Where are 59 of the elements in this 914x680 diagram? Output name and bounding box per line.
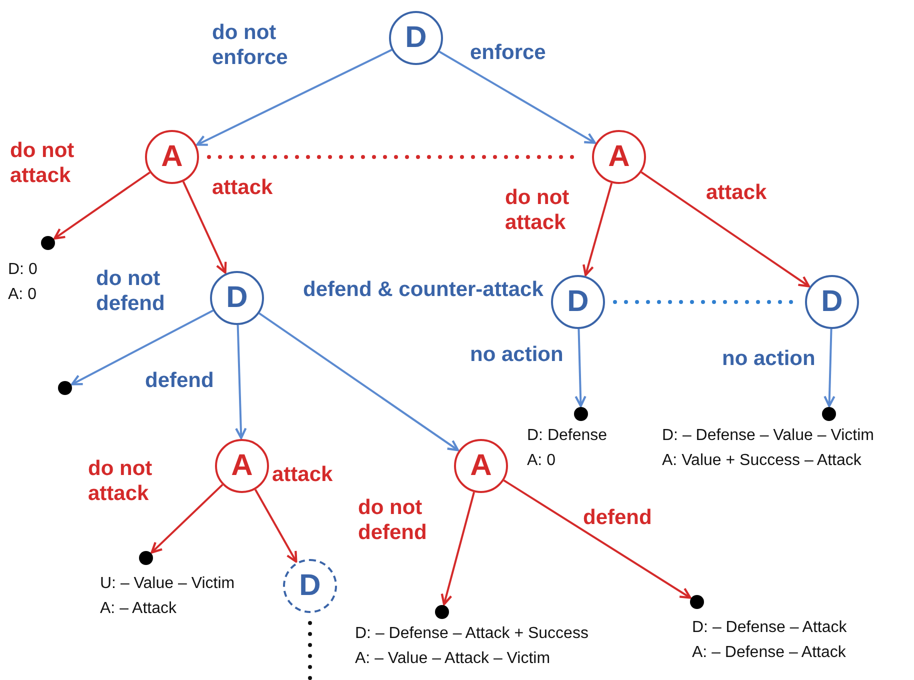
arrow (440, 492, 475, 606)
decision-node: A (145, 130, 199, 184)
edge-label: attack (706, 180, 768, 206)
arrow (254, 489, 298, 563)
leaf-dot (58, 381, 72, 395)
arrow (574, 328, 586, 408)
payoff-text: D: – Defense – Attack + Success (355, 624, 588, 644)
edge-label: attack (212, 175, 274, 200)
payoff-text: A: – Value – Attack – Victim (355, 649, 552, 668)
decision-node: A (454, 439, 508, 493)
payoff-text: A: 0 (527, 451, 556, 470)
edge-label: do not attack (88, 456, 154, 506)
decision-node: A (215, 439, 269, 493)
arrow (824, 328, 836, 408)
payoff-text: D: – Defense – Value – Victim (662, 426, 874, 446)
arrow (182, 181, 227, 274)
edge-label: do not enforce (212, 20, 289, 70)
leaf-dot (822, 407, 836, 421)
edge-label: enforce (470, 40, 547, 66)
edge-label: do not defend (96, 266, 166, 316)
arrow (150, 484, 224, 554)
arrow (54, 172, 150, 240)
dotted-line (308, 621, 312, 680)
arrow (196, 48, 392, 146)
leaf-dot (435, 605, 449, 619)
decision-node: A (592, 130, 646, 184)
arrow (438, 50, 596, 144)
payoff-text: A: – Attack (100, 599, 178, 618)
edge-label: do not attack (10, 138, 76, 188)
edge-label: attack (272, 462, 334, 488)
decision-node: D (551, 275, 605, 329)
leaf-dot (139, 551, 153, 565)
decision-node: D (210, 271, 264, 325)
decision-node: D (805, 275, 859, 329)
leaf-dot (574, 407, 588, 421)
payoff-text: A: – Defense – Attack (692, 643, 847, 662)
decision-node: D (283, 559, 337, 613)
edge-label: do not attack (505, 185, 570, 236)
edge-label: no action (722, 346, 816, 372)
edge-label: defend (145, 368, 215, 394)
arrow (503, 480, 692, 599)
payoff-text: U: – Value – Victim (100, 574, 235, 594)
payoff-text: D: Defense (527, 426, 608, 446)
arrow (582, 182, 613, 276)
arrow (71, 310, 214, 386)
arrow (640, 171, 810, 288)
edge-label: no action (470, 342, 564, 368)
decision-node: D (389, 11, 443, 65)
arrow (235, 324, 247, 440)
arrow (258, 312, 460, 452)
payoff-text: A: 0 (8, 285, 38, 304)
leaf-dot (690, 595, 704, 609)
payoff-text: A: Value + Success – Attack (662, 451, 862, 470)
payoff-text: D: – Defense – Attack (692, 618, 847, 638)
leaf-dot (41, 236, 55, 250)
edge-label: defend & counter-attack (303, 277, 544, 302)
edge-label: defend (583, 505, 653, 530)
edge-label: do not defend (358, 495, 428, 546)
payoff-text: D: 0 (8, 260, 38, 280)
